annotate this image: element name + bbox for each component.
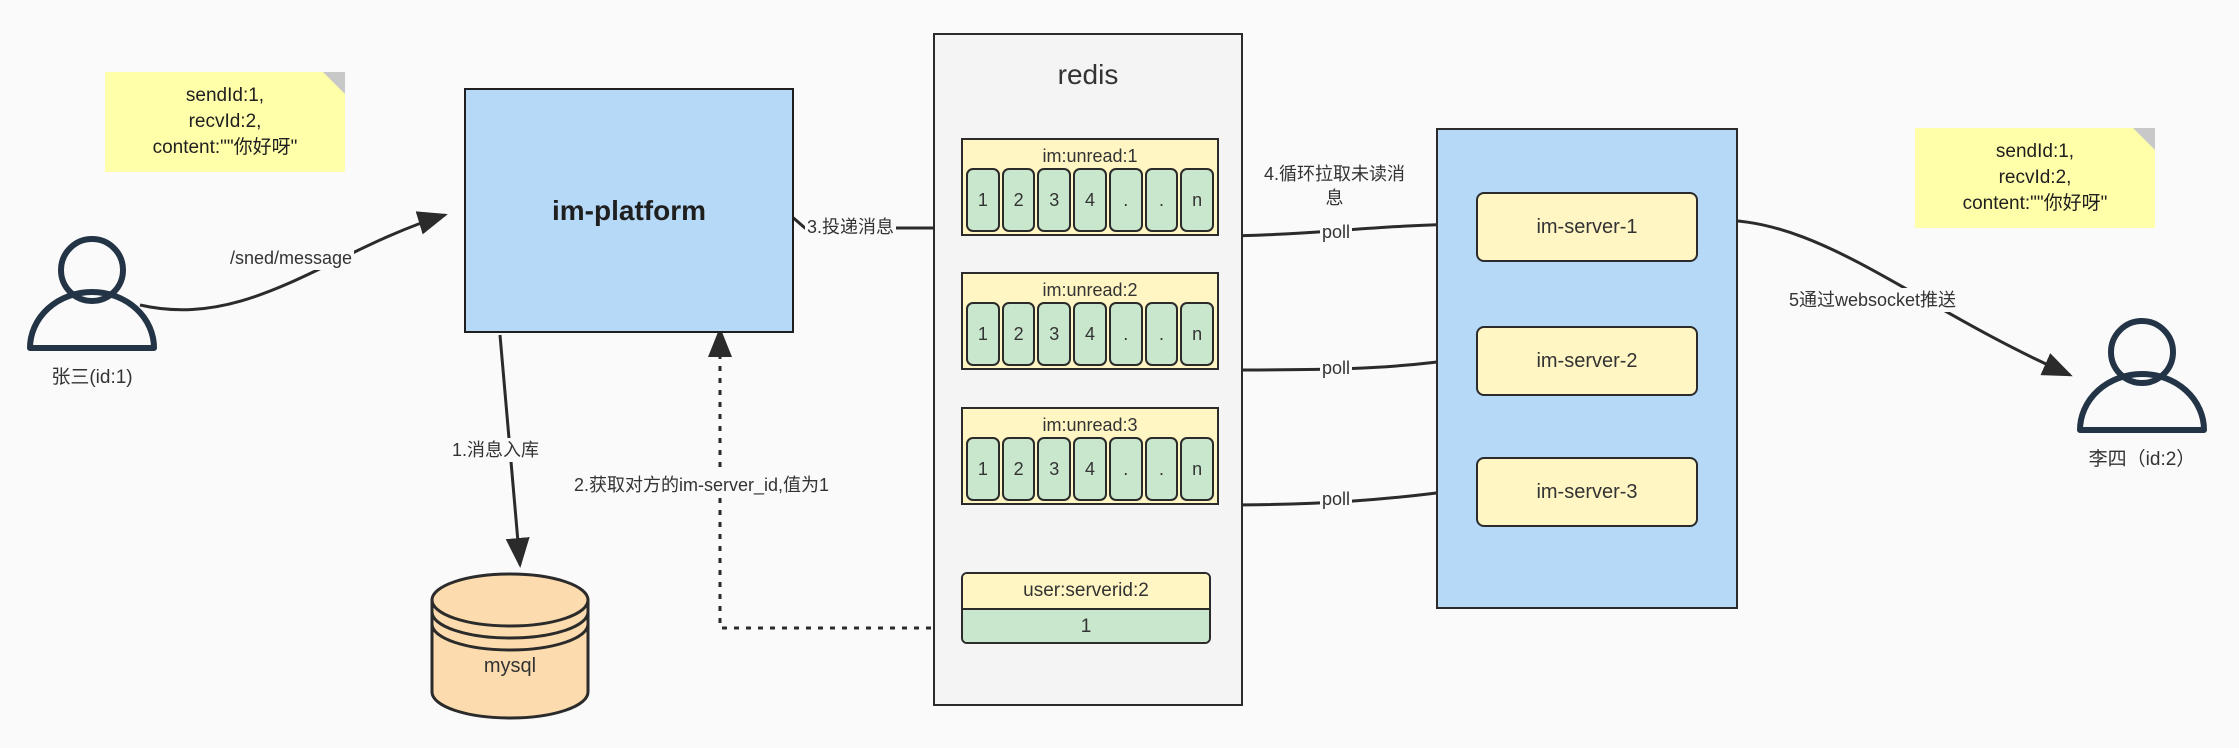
edge-label-step2: 2.获取对方的im-server_id,值为1 (572, 473, 832, 497)
im-server-2-node[interactable]: im-server-2 (1476, 326, 1698, 396)
sticky-note-right: sendId:1, recvId:2, content:""你好呀" (1915, 128, 2155, 228)
note-fold-icon (2133, 128, 2155, 150)
sticky-note-left: sendId:1, recvId:2, content:""你好呀" (105, 72, 345, 172)
sender-actor-icon (27, 236, 157, 351)
redis-queue-0[interactable]: im:unread:1 1 2 3 4 . . n (961, 138, 1219, 236)
queue-cell: 1 (966, 168, 1000, 232)
edge-label-step5: 5通过websocket推送 (1787, 288, 1959, 312)
redis-container: redis im:unread:1 1 2 3 4 . . n im:unrea… (933, 33, 1243, 706)
queue-cell: . (1108, 168, 1143, 232)
queue-cell: 3 (1037, 437, 1072, 501)
redis-queue-1-key: im:unread:2 (1042, 280, 1138, 300)
queue-cell: 2 (1001, 302, 1036, 366)
receiver-actor-label: 李四（id:2） (2088, 449, 2196, 470)
queue-cell: n (1180, 302, 1215, 366)
receiver-actor-icon (2077, 318, 2207, 433)
queue-cell: . (1144, 437, 1179, 501)
queue-cell: 1 (966, 302, 1000, 366)
im-server-cluster: im-server-1 im-server-2 im-server-3 (1436, 128, 1738, 609)
edge-label-step1: 1.消息入库 (450, 438, 542, 462)
sender-actor-label: 张三(id:1) (51, 367, 133, 388)
queue-cell: 4 (1073, 302, 1107, 366)
queue-cell: 4 (1073, 437, 1107, 501)
redis-queue-2-key: im:unread:3 (1042, 415, 1138, 435)
queue-cell: . (1108, 437, 1143, 501)
redis-queue-0-key: im:unread:1 (1042, 146, 1138, 166)
queue-cell: 3 (1037, 168, 1072, 232)
im-server-1-node[interactable]: im-server-1 (1476, 192, 1698, 262)
sticky-note-left-text: sendId:1, recvId:2, content:""你好呀" (152, 85, 298, 158)
edge-label-step4: 4.循环拉取未读消 息 (1250, 162, 1419, 210)
im-platform-label: im-platform (552, 194, 706, 226)
im-platform-node[interactable]: im-platform (464, 88, 794, 333)
queue-cell: n (1180, 437, 1215, 501)
queue-cell: . (1108, 302, 1143, 366)
queue-cell: n (1180, 168, 1215, 232)
redis-kv-key: user:serverid:2 (963, 574, 1209, 610)
redis-title: redis (1057, 59, 1119, 90)
sticky-note-right-text: sendId:1, recvId:2, content:""你好呀" (1962, 141, 2108, 214)
redis-queue-1-cells: 1 2 3 4 . . n (963, 302, 1217, 366)
edge-label-step3: 3.投递消息 (805, 215, 897, 239)
im-server-2-label: im-server-2 (1536, 349, 1638, 372)
im-server-3-node[interactable]: im-server-3 (1476, 457, 1698, 527)
edge-label-poll-3: poll (1320, 487, 1353, 511)
redis-kv-value: 1 (963, 610, 1209, 642)
im-server-1-label: im-server-1 (1536, 215, 1638, 238)
redis-queue-2-cells: 1 2 3 4 . . n (963, 437, 1217, 501)
queue-cell: . (1144, 302, 1179, 366)
redis-queue-1[interactable]: im:unread:2 1 2 3 4 . . n (961, 272, 1219, 370)
note-fold-icon (323, 72, 345, 94)
queue-cell: 1 (966, 437, 1000, 501)
redis-queue-2[interactable]: im:unread:3 1 2 3 4 . . n (961, 407, 1219, 505)
mysql-label: mysql (483, 655, 537, 677)
queue-cell: 2 (1001, 437, 1036, 501)
edge-label-poll-1: poll (1320, 220, 1353, 244)
redis-kv-block[interactable]: user:serverid:2 1 (961, 572, 1211, 644)
mysql-cylinder (430, 572, 590, 720)
queue-cell: 2 (1001, 168, 1036, 232)
queue-cell: 4 (1073, 168, 1107, 232)
queue-cell: . (1144, 168, 1179, 232)
im-server-3-label: im-server-3 (1536, 480, 1638, 503)
queue-cell: 3 (1037, 302, 1072, 366)
edge-label-send-message: /sned/message (228, 246, 355, 270)
edge-label-poll-2: poll (1320, 356, 1353, 380)
redis-queue-0-cells: 1 2 3 4 . . n (963, 168, 1217, 232)
